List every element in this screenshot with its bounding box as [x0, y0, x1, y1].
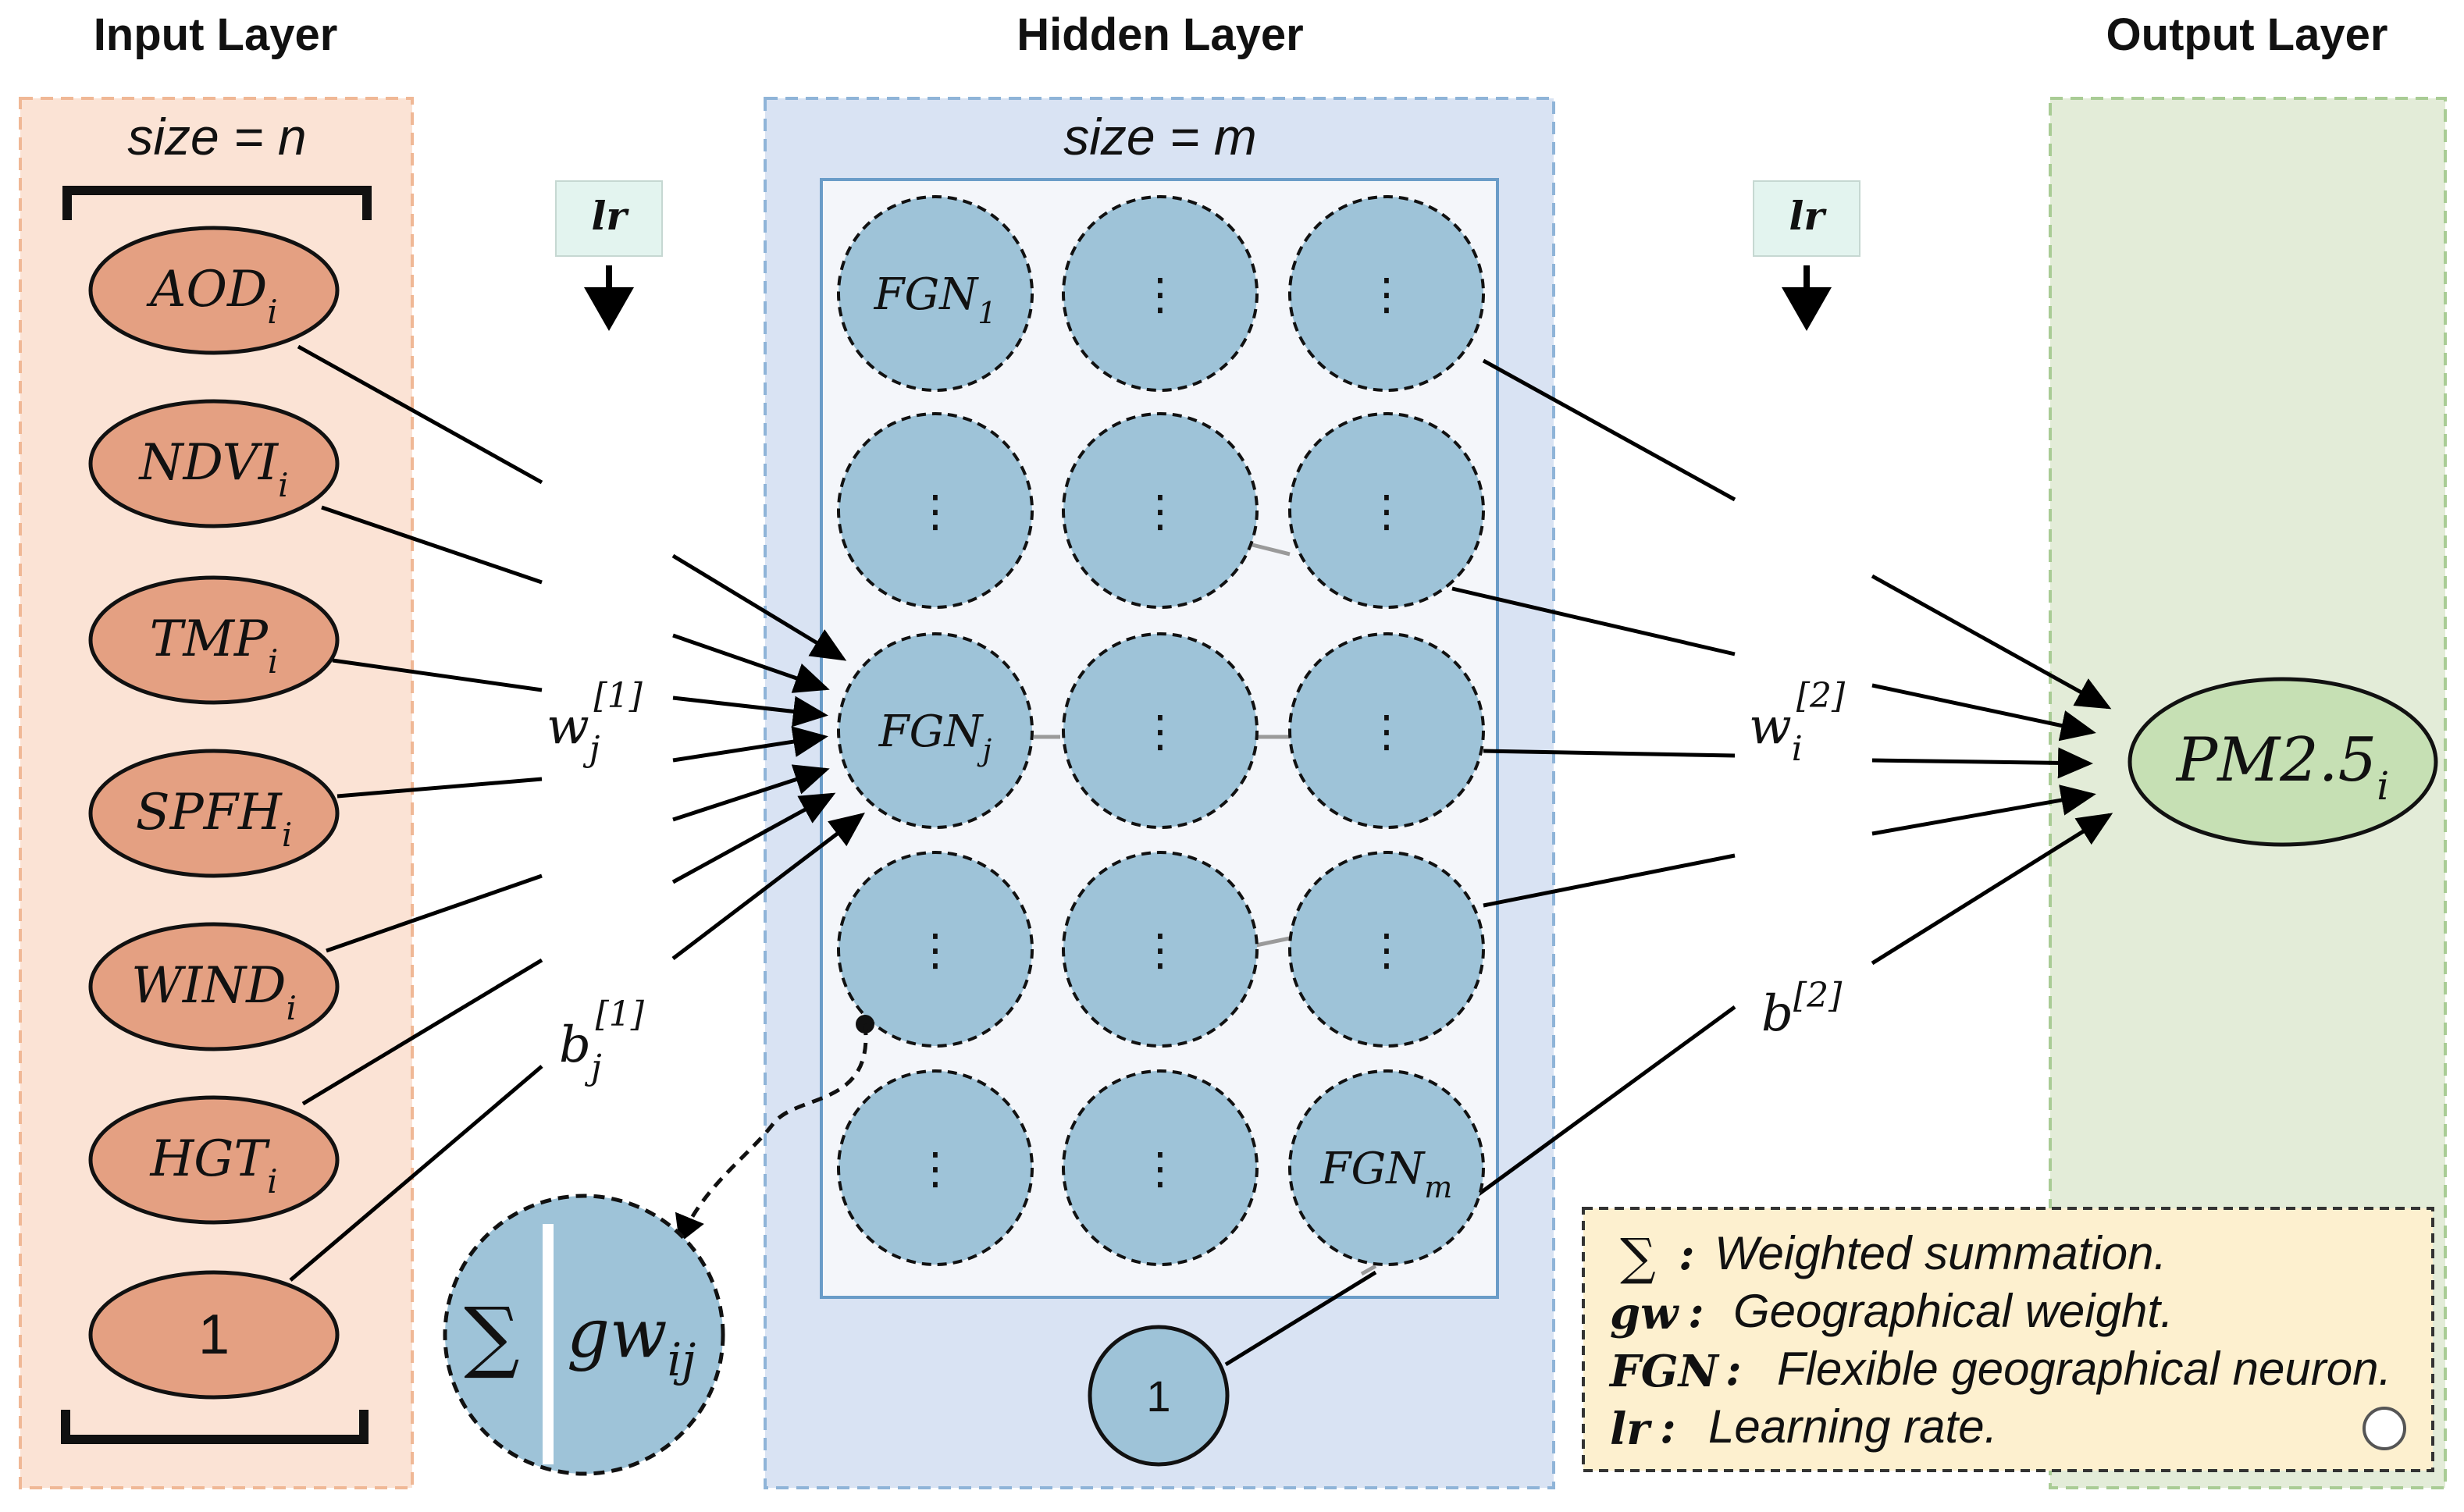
svg-text:⋮: ⋮ — [1138, 486, 1182, 537]
svg-text:SPFHi: SPFHi — [136, 784, 293, 854]
input-node-tmp: TMPi — [88, 575, 340, 705]
output-node-label: PM2.5i — [2175, 725, 2389, 809]
bias-link — [1224, 1270, 1377, 1367]
input-node-hgt: HGTi — [88, 1095, 340, 1225]
hidden-connections — [1451, 358, 1736, 1204]
legend-sep-fgn: : — [1725, 1344, 1742, 1396]
input-connections — [289, 344, 543, 1282]
input-bottom-bracket — [61, 1410, 369, 1444]
legend-text-sum: Weighted summation. — [1714, 1227, 2167, 1279]
hidden-bias-label: 1 — [1146, 1371, 1170, 1421]
legend-key-fgn: FGN — [1608, 1346, 1720, 1397]
hidden-nodes — [837, 195, 1485, 1266]
output-layer-title: Output Layer — [2106, 9, 2388, 60]
svg-text:⋮: ⋮ — [913, 925, 957, 976]
output-arrows — [1871, 574, 2113, 966]
hidden-node-fgn1: FGN1 — [874, 269, 997, 330]
svg-text:⋮: ⋮ — [1365, 706, 1408, 757]
legend-sep-gw: : — [1688, 1286, 1704, 1338]
hidden-size-label: size = m — [1063, 108, 1257, 165]
gray-grid-links — [1034, 543, 1377, 1276]
hidden-layer-title: Hidden Layer — [1017, 9, 1303, 60]
hidden-node-fgnm: FGNm — [1320, 1144, 1453, 1204]
legend-key-sum: ∑ — [1620, 1229, 1656, 1286]
lr-label-left: lr — [591, 193, 629, 239]
legend-empty-circle-icon — [2363, 1407, 2406, 1450]
input-node-aod: AODi — [88, 226, 340, 355]
svg-text:⋮: ⋮ — [1138, 925, 1182, 976]
lr-label-right: lr — [1789, 193, 1827, 239]
input-node-wind: WINDi — [88, 922, 340, 1051]
output-node — [2128, 677, 2438, 847]
lr-box-left — [555, 180, 663, 257]
hidden-node-fgnj: FGNj — [878, 706, 992, 767]
svg-text:⋮: ⋮ — [1365, 925, 1408, 976]
svg-text:TMPi: TMPi — [150, 610, 279, 681]
svg-text:⋮: ⋮ — [913, 486, 957, 537]
weight-w1-label: wj[1] — [547, 676, 643, 769]
svg-text:⋮: ⋮ — [1138, 1144, 1182, 1194]
neuron-detail-gw: gwij — [567, 1295, 696, 1386]
neuron-detail-circle — [443, 1194, 725, 1476]
input-node-bias: 1 — [88, 1270, 340, 1400]
neuron-detail-sum: ∑ — [464, 1290, 519, 1382]
legend-text-gw: Geographical weight. — [1733, 1285, 2174, 1337]
input-nodes: AODi NDVIi TMPi SPFHi WINDi HGTi 1 — [88, 226, 340, 1400]
hidden-input-arrows — [671, 553, 865, 960]
legend-box — [1582, 1207, 2434, 1472]
svg-text:NDVIi: NDVIi — [137, 434, 288, 504]
input-layer-title: Input Layer — [94, 9, 338, 60]
bias-b1-label: bj[1] — [559, 994, 645, 1087]
svg-text:AODi: AODi — [146, 261, 277, 331]
legend-sep-lr: : — [1660, 1402, 1676, 1453]
svg-text:⋮: ⋮ — [1365, 486, 1408, 537]
legend-sep-sum: : — [1679, 1229, 1695, 1280]
bias-b2-label: b[2] — [1761, 976, 1843, 1043]
hidden-node-labels: FGN1 FGNj FGNm ⋮ ⋮ ⋮ ⋮ ⋮ ⋮ ⋮ ⋮ ⋮ ⋮ ⋮ ⋮ — [874, 269, 1453, 1204]
legend-key-gw: gw — [1610, 1288, 1679, 1339]
svg-text:⋮: ⋮ — [1138, 269, 1182, 320]
input-node-spfh: SPFHi — [88, 749, 340, 878]
legend-key-lr: lr — [1610, 1403, 1652, 1455]
svg-text:WINDi: WINDi — [131, 957, 297, 1027]
hidden-bias-node — [1088, 1325, 1230, 1467]
input-size-label: size = n — [127, 108, 306, 165]
lr-box-right — [1753, 180, 1860, 257]
input-node-ndvi: NDVIi — [88, 399, 340, 528]
svg-text:⋮: ⋮ — [913, 1144, 957, 1194]
weight-w2-label: wi[2] — [1749, 676, 1846, 769]
legend-text-lr: Learning rate. — [1708, 1400, 1997, 1453]
svg-text:⋮: ⋮ — [1138, 706, 1182, 757]
svg-text:1: 1 — [198, 1304, 230, 1366]
svg-text:⋮: ⋮ — [1365, 269, 1408, 320]
input-top-bracket — [62, 186, 372, 220]
svg-text:HGTi: HGTi — [149, 1130, 277, 1201]
legend-text-fgn: Flexible geographical neuron. — [1777, 1343, 2391, 1395]
